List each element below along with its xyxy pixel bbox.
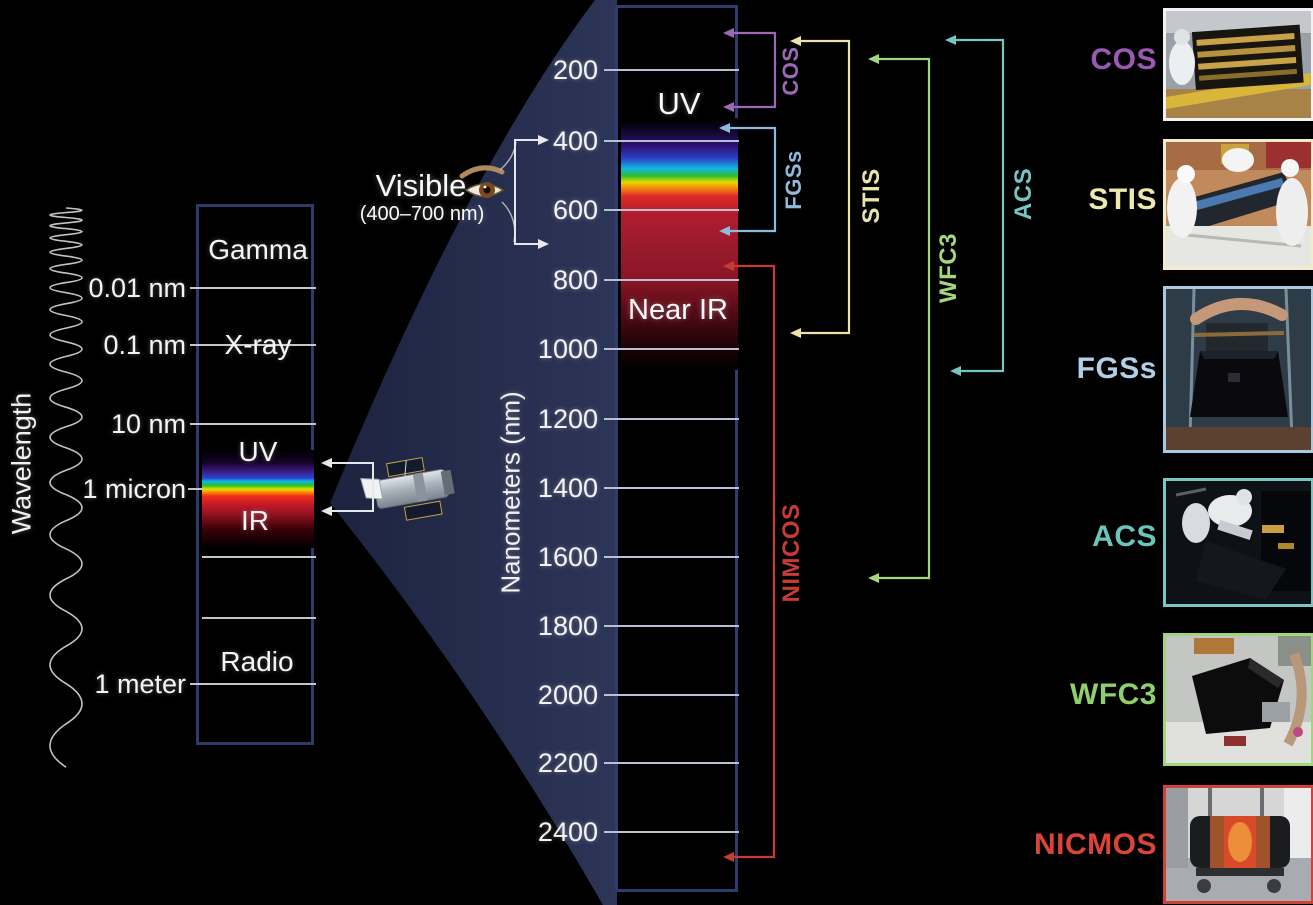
wavelength-tick-label: 10 nm: [110, 409, 186, 439]
em-region-label: IR: [241, 505, 269, 536]
bracket-label-stis: STIS: [858, 168, 885, 224]
em-region-label: Gamma: [208, 234, 308, 265]
nm-tick-label: 800: [552, 265, 598, 295]
wavelength-tick-line: [190, 344, 316, 346]
instrument-label-wfc3: WFC3: [1070, 678, 1157, 711]
instrument-label-stis: STIS: [1088, 183, 1157, 216]
wavelength-tick-line: [188, 488, 203, 490]
nm-tick-line: [604, 418, 739, 420]
nm-tick-label: 1400: [537, 473, 598, 503]
nm-tick-line: [604, 140, 739, 142]
uv-band-label: UV: [657, 86, 701, 121]
wavelength-tick-line: [190, 683, 316, 685]
cos-photo: [1163, 8, 1313, 121]
nm-tick-line: [604, 348, 739, 350]
em-region-label: X-ray: [224, 329, 292, 360]
bracket-label-acs: ACS: [1010, 167, 1037, 221]
wavelength-tick-label: 1 meter: [94, 669, 186, 699]
wavelength-tick-label: 0.1 nm: [103, 330, 186, 360]
nm-tick-label: 1800: [537, 611, 598, 641]
nicmos-photo: [1163, 785, 1313, 904]
hubble-telescope-image: [360, 456, 455, 521]
bracket-label-nimcos: NIMCOS: [778, 503, 805, 603]
wavelength-tick-label: 0.01 nm: [88, 273, 186, 303]
nm-tick-line: [604, 694, 739, 696]
wfc3-photo: [1163, 633, 1313, 766]
nm-tick-label: 200: [552, 55, 598, 85]
bracket-label-wfc3: WFC3: [935, 233, 962, 303]
nm-tick-line: [604, 487, 739, 489]
instrument-label-fgss: FGSs: [1076, 352, 1157, 385]
wavelength-tick-line: [202, 617, 316, 619]
nm-tick-line: [604, 279, 739, 281]
bracket-label-cos: COS: [778, 46, 803, 96]
nm-tick-line: [604, 556, 739, 558]
nm-tick-label: 400: [552, 126, 598, 156]
nm-tick-label: 2400: [537, 817, 598, 847]
nm-tick-line: [604, 625, 739, 627]
stis-photo: [1163, 139, 1313, 270]
spectrum-gradient: [621, 118, 738, 370]
nm-tick-line: [604, 69, 739, 71]
instrument-label-cos: COS: [1090, 43, 1157, 76]
wavelength-tick-line: [190, 287, 316, 289]
near-ir-band-label: Near IR: [628, 294, 728, 326]
instrument-label-nicmos: NICMOS: [1034, 828, 1157, 861]
nm-tick-line: [604, 831, 739, 833]
nm-tick-label: 600: [552, 195, 598, 225]
visible-range-label: (400–700 nm): [359, 203, 485, 225]
visible-band-left: [202, 450, 314, 548]
nm-tick-line: [604, 762, 739, 764]
nm-tick-label: 1600: [537, 542, 598, 572]
nm-tick-label: 2200: [537, 748, 598, 778]
nm-tick-label: 2000: [537, 680, 598, 710]
bracket-label-fgss: FGSs: [781, 150, 806, 210]
wavelength-axis-label: Wavelength: [6, 392, 37, 535]
nm-tick-label: 1200: [537, 404, 598, 434]
wavelength-tick-line: [190, 423, 316, 425]
acs-photo: [1163, 478, 1313, 607]
em-region-label: Radio: [220, 646, 294, 677]
wavelength-tick-label: 1 micron: [82, 474, 186, 504]
visible-label: Visible: [375, 168, 467, 203]
nm-tick-label: 1000: [537, 334, 598, 364]
em-region-label: UV: [238, 436, 278, 467]
nm-tick-line: [604, 209, 739, 211]
fgss-photo: [1163, 286, 1313, 453]
wavelength-tick-line: [202, 556, 316, 558]
instrument-label-acs: ACS: [1092, 520, 1157, 553]
